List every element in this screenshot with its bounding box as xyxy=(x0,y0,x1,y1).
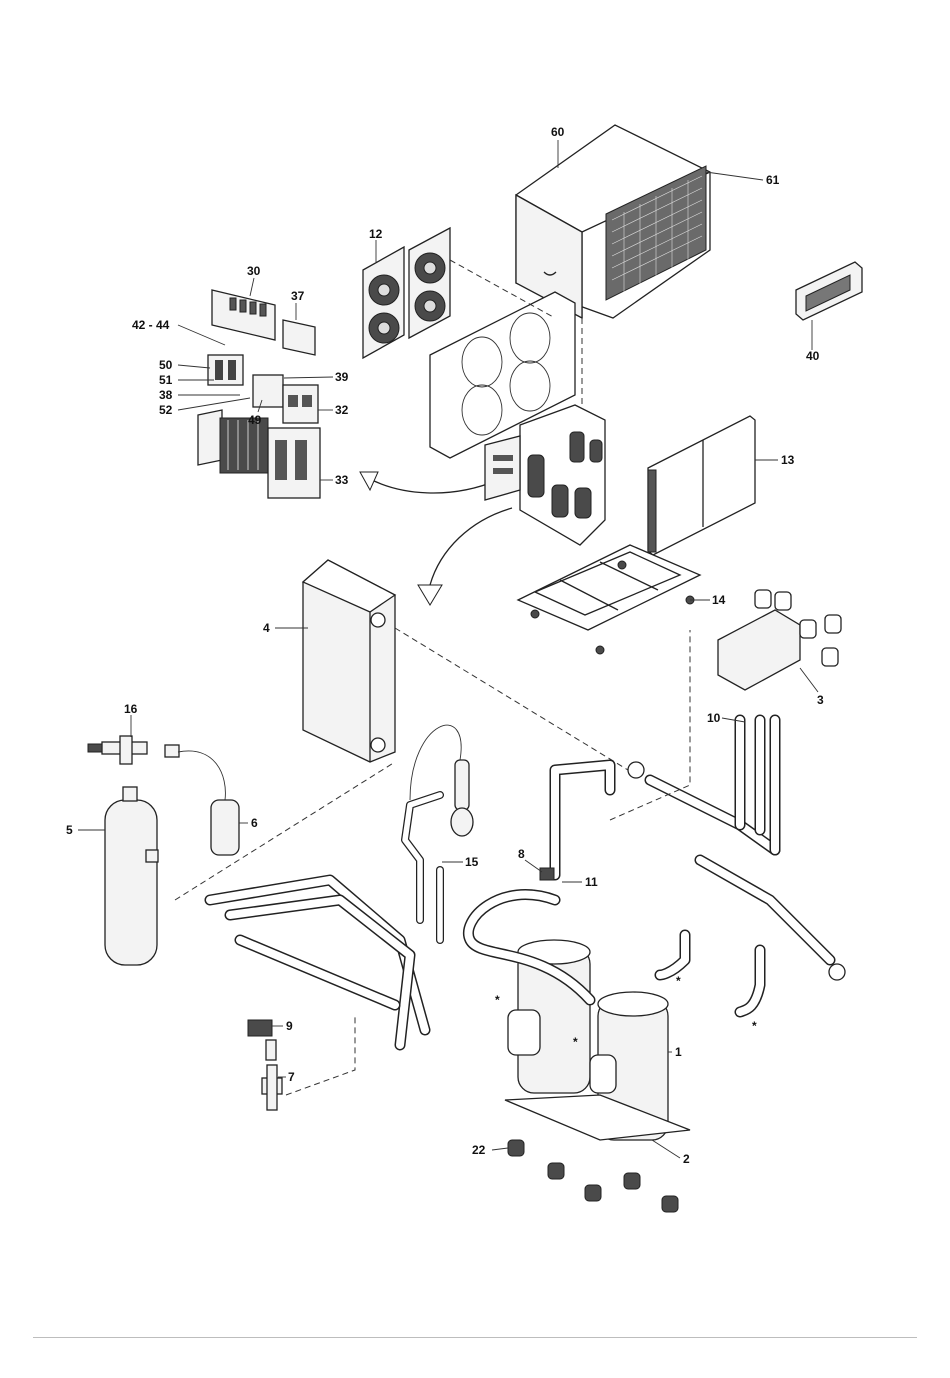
callout-38: 38 xyxy=(159,388,173,402)
callout-61: 61 xyxy=(766,173,780,187)
left-piping xyxy=(210,795,440,1045)
callout-30: 30 xyxy=(247,264,261,278)
pressure-switch xyxy=(540,868,554,880)
callout-5: 5 xyxy=(66,823,73,837)
manifold xyxy=(718,590,841,690)
callout-33: 33 xyxy=(335,473,349,487)
star-mark: * xyxy=(495,993,500,1007)
callout-6: 6 xyxy=(251,816,258,830)
callout-37: 37 xyxy=(291,289,305,303)
callout-32: 32 xyxy=(335,403,349,417)
callout-49: 49 xyxy=(248,413,262,427)
callout-40: 40 xyxy=(806,349,820,363)
callout-42-44: 42 - 44 xyxy=(132,318,170,332)
callout-2: 2 xyxy=(683,1152,690,1166)
callout-9: 9 xyxy=(286,1019,293,1033)
valve-16 xyxy=(88,736,179,764)
compressor-feet xyxy=(508,1140,678,1212)
star-mark: * xyxy=(676,974,681,988)
star-mark: * xyxy=(752,1019,757,1033)
callout-51: 51 xyxy=(159,373,173,387)
filter-drier xyxy=(178,751,239,855)
valve-9 xyxy=(248,1020,276,1060)
callout-52: 52 xyxy=(159,403,173,417)
callout-22: 22 xyxy=(472,1143,486,1157)
housing-cover xyxy=(516,125,710,318)
liquid-receiver xyxy=(105,787,158,965)
callout-1: 1 xyxy=(675,1045,682,1059)
callout-3: 3 xyxy=(817,693,824,707)
callout-8: 8 xyxy=(518,847,525,861)
base-frame xyxy=(518,545,700,654)
callout-16: 16 xyxy=(124,702,138,716)
callout-13: 13 xyxy=(781,453,795,467)
electrical-components xyxy=(198,290,320,498)
callout-39: 39 xyxy=(335,370,349,384)
callout-15: 15 xyxy=(465,855,479,869)
callout-60: 60 xyxy=(551,125,565,139)
sight-glass-hose xyxy=(410,725,473,836)
callout-7: 7 xyxy=(288,1070,295,1084)
callout-12: 12 xyxy=(369,227,383,241)
valve-7 xyxy=(262,1065,282,1110)
callout-14: 14 xyxy=(712,593,726,607)
callout-50: 50 xyxy=(159,358,173,372)
plate-heat-exchanger xyxy=(303,560,395,762)
callout-10: 10 xyxy=(707,711,721,725)
star-mark: * xyxy=(573,1035,578,1049)
condenser-coil xyxy=(648,416,755,555)
callout-11: 11 xyxy=(585,875,598,889)
controller-display xyxy=(796,262,862,320)
callout-4: 4 xyxy=(263,621,270,635)
footer-rule xyxy=(33,1337,917,1338)
